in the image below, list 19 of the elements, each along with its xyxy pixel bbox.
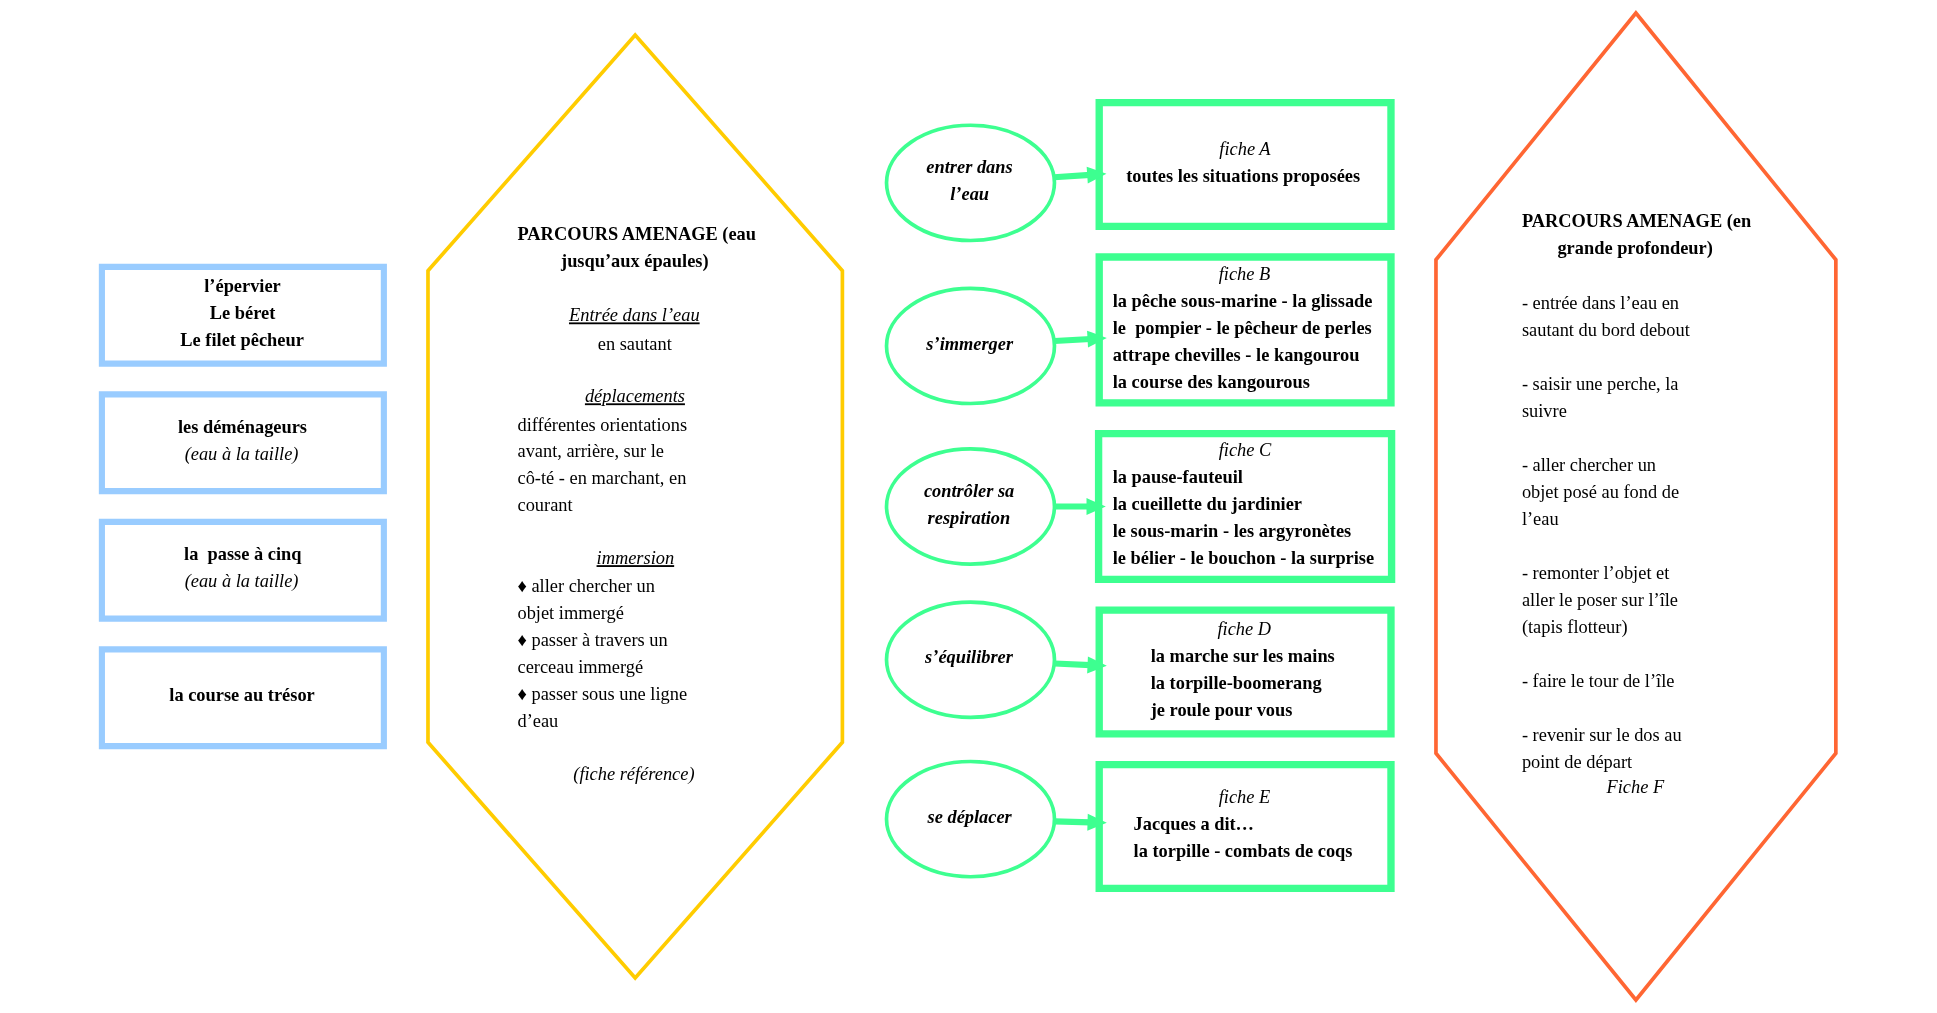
- node-box: l’épervier Le béret Le filet pêcheur: [98, 263, 387, 367]
- node-box: les déménageurs (eau à la taille): [98, 391, 387, 495]
- node-box: fiche B la pêche sous-marine - la glissade le pompier - le pêcheur de perles attrape chevilles - le kangourou la course des kangourous: [1095, 253, 1395, 407]
- node-ellipse: s’immerger: [884, 286, 1056, 406]
- arrow: [1054, 498, 1106, 515]
- node-box: fiche D la marche sur les mains la torpille-boomerang je roule pour vous: [1095, 606, 1395, 738]
- node-box: fiche A toutes les situations proposées: [1095, 98, 1395, 231]
- node-ellipse: se déplacer: [884, 759, 1056, 879]
- arrow: [1053, 166, 1106, 184]
- node-ellipse: s’équilibrer: [884, 600, 1056, 720]
- node-box: la passe à cinq (eau à la taille): [98, 518, 387, 622]
- node-box: fiche C la pause-fauteuil la cueillette du jardinier le sous-marin - les argyronètes le bélier - le bouchon - la surprise: [1094, 429, 1395, 584]
- node-box: la course au trésor: [98, 646, 387, 750]
- node-box: fiche E Jacques a dit… la torpille - combats de coqs: [1095, 760, 1395, 893]
- arrow: [1053, 330, 1107, 348]
- arrow: [1053, 813, 1107, 831]
- node-ellipse: contrôler sa respiration: [884, 447, 1056, 566]
- node-ellipse: entrer dans l’eau: [884, 123, 1056, 243]
- arrow: [1053, 656, 1107, 674]
